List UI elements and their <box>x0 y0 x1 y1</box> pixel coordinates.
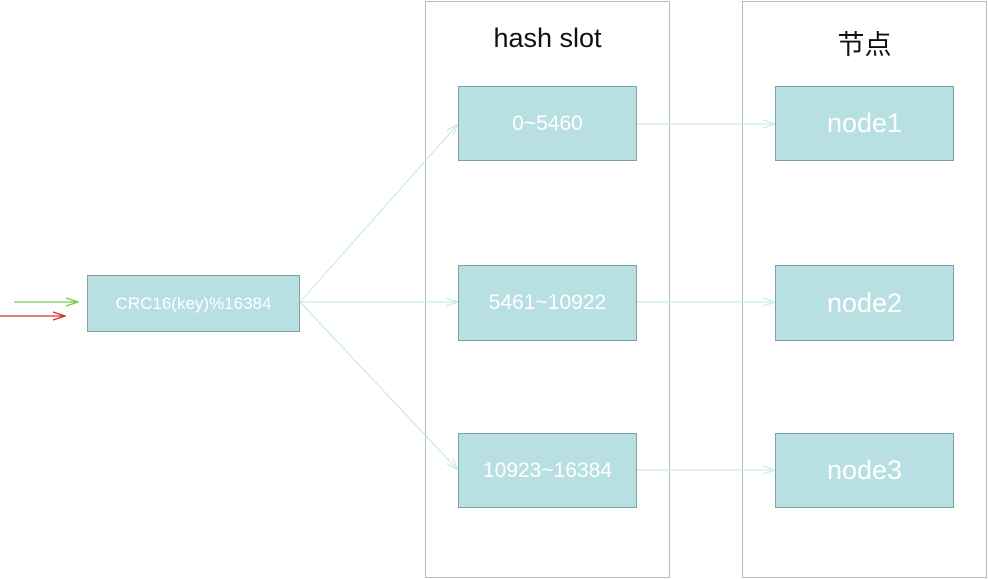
slot-range-box-1: 0~5460 <box>458 86 637 161</box>
node-box-1: node1 <box>775 86 954 161</box>
node-box-2: node2 <box>775 265 954 341</box>
crc-hash-box: CRC16(key)%16384 <box>87 275 300 332</box>
hash-slot-panel-title: hash slot <box>493 23 602 53</box>
node-box-3: node3 <box>775 433 954 508</box>
slot-range-box-2: 5461~10922 <box>458 265 637 341</box>
slot-range-box-3: 10923~16384 <box>458 433 637 508</box>
node-panel-title: 节点 <box>837 30 892 60</box>
